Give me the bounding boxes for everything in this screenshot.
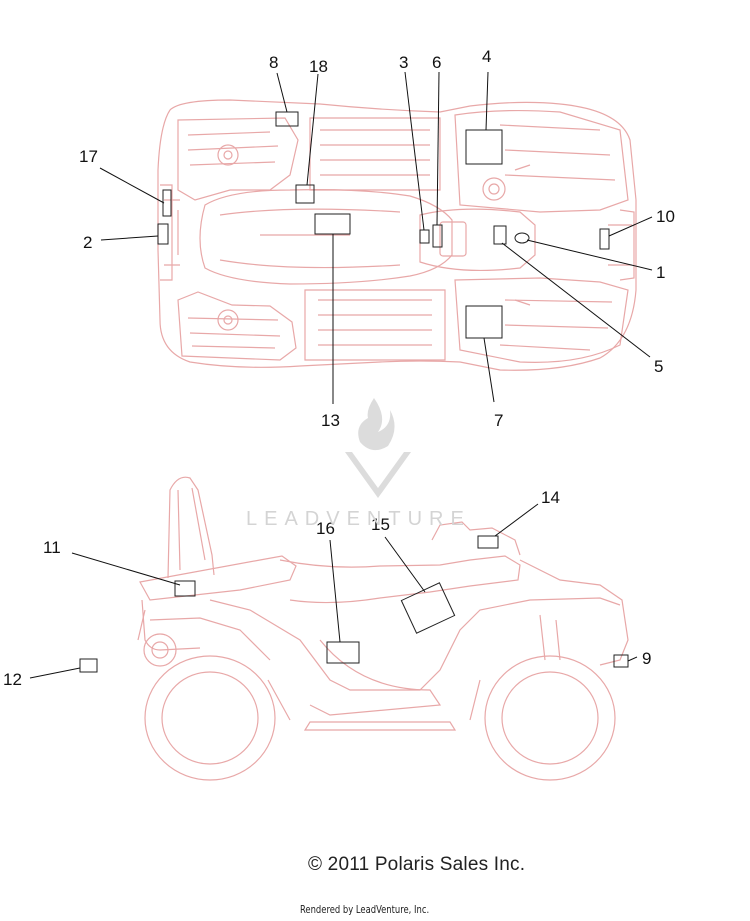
callout-8: 8 bbox=[269, 53, 278, 72]
callout-11: 11 bbox=[43, 538, 61, 557]
top-view-decals bbox=[157, 111, 610, 339]
leadventure-watermark-text: LEADVENTURE bbox=[246, 508, 471, 530]
callout-5: 5 bbox=[654, 357, 663, 376]
callout-1: 1 bbox=[656, 263, 665, 282]
leader-lines bbox=[29, 71, 653, 679]
rendered-by-credit: Rendered by LeadVenture, Inc. bbox=[300, 903, 430, 916]
callout-17: 17 bbox=[79, 147, 98, 166]
callout-7: 7 bbox=[494, 411, 503, 430]
callout-4: 4 bbox=[482, 47, 491, 66]
copyright-notice: © 2011 Polaris Sales Inc. bbox=[308, 854, 526, 875]
callout-3: 3 bbox=[399, 53, 408, 72]
callout-6: 6 bbox=[432, 53, 441, 72]
callout-14: 14 bbox=[541, 488, 560, 507]
callout-13: 13 bbox=[321, 411, 340, 430]
callout-16: 16 bbox=[316, 519, 335, 538]
callout-15: 15 bbox=[371, 515, 390, 534]
callout-2: 2 bbox=[83, 233, 92, 252]
callout-12: 12 bbox=[3, 670, 22, 689]
side-view-decals bbox=[79, 535, 629, 673]
top-view-atv bbox=[157, 99, 637, 371]
callout-9: 9 bbox=[642, 649, 651, 668]
side-view-atv bbox=[137, 476, 629, 781]
callout-10: 10 bbox=[656, 207, 675, 226]
callout-numbers: 8 18 3 6 4 17 2 10 1 5 13 7 14 11 16 15 … bbox=[3, 47, 675, 689]
callout-18: 18 bbox=[309, 57, 328, 76]
leadventure-watermark-logo bbox=[345, 398, 411, 498]
